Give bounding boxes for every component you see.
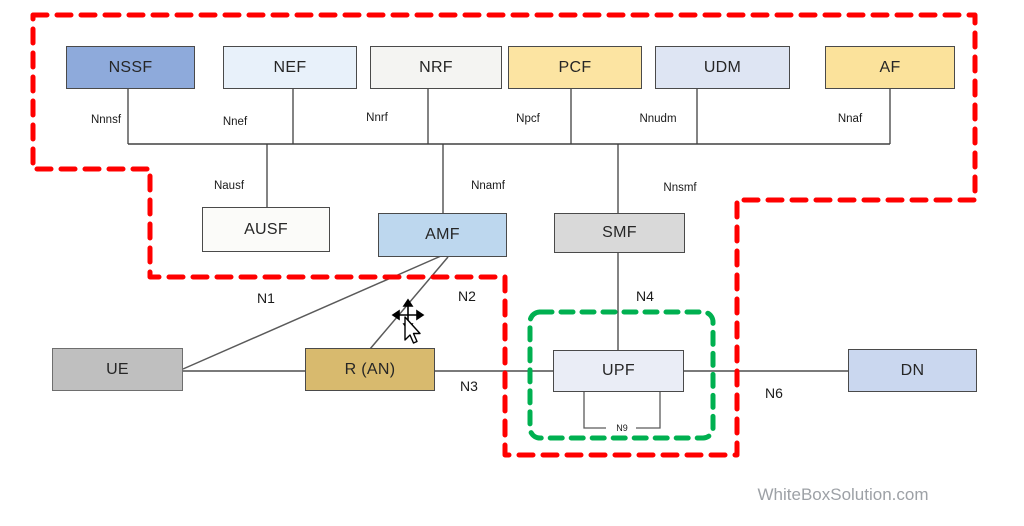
- reference-label-n1: N1: [257, 290, 275, 306]
- node-dn: DN: [848, 349, 977, 392]
- interface-label-nnef: Nnef: [222, 116, 248, 128]
- node-af: AF: [825, 46, 955, 89]
- node-ausf: AUSF: [202, 207, 330, 252]
- reference-label-n6: N6: [765, 385, 783, 401]
- node-upf: UPF: [553, 350, 684, 392]
- core-boundary-dashed: [30, 12, 978, 458]
- n9-loopback-line: [583, 392, 661, 429]
- pointer-cursor-icon: [404, 316, 421, 344]
- node-smf: SMF: [554, 213, 685, 253]
- interface-label-nausf: Nausf: [213, 180, 245, 192]
- interface-label-nnnsf: Nnnsf: [90, 114, 122, 126]
- reference-label-n4: N4: [636, 288, 654, 304]
- reference-label-n3: N3: [460, 378, 478, 394]
- interface-label-nnrf: Nnrf: [366, 112, 388, 124]
- interface-label-npcf: Npcf: [516, 113, 540, 125]
- node-pcf: PCF: [508, 46, 642, 89]
- watermark-text: WhiteBoxSolution.com: [757, 485, 929, 504]
- node-nrf: NRF: [370, 46, 502, 89]
- node-ran: R (AN): [305, 348, 435, 391]
- interface-label-nnudm: Nnudm: [639, 113, 677, 125]
- interface-label-nnamf: Nnamf: [471, 180, 505, 192]
- reference-label-n9: N9: [613, 423, 631, 433]
- node-nssf: NSSF: [66, 46, 195, 89]
- node-ue: UE: [52, 348, 183, 391]
- reference-label-n2: N2: [458, 288, 476, 304]
- interface-label-nnaf: Nnaf: [837, 113, 863, 125]
- upf-highlight-dashed-box: [527, 309, 716, 441]
- node-amf: AMF: [378, 213, 507, 257]
- node-nef: NEF: [223, 46, 357, 89]
- interface-label-nnsmf: Nnsmf: [663, 182, 697, 194]
- node-udm: UDM: [655, 46, 790, 89]
